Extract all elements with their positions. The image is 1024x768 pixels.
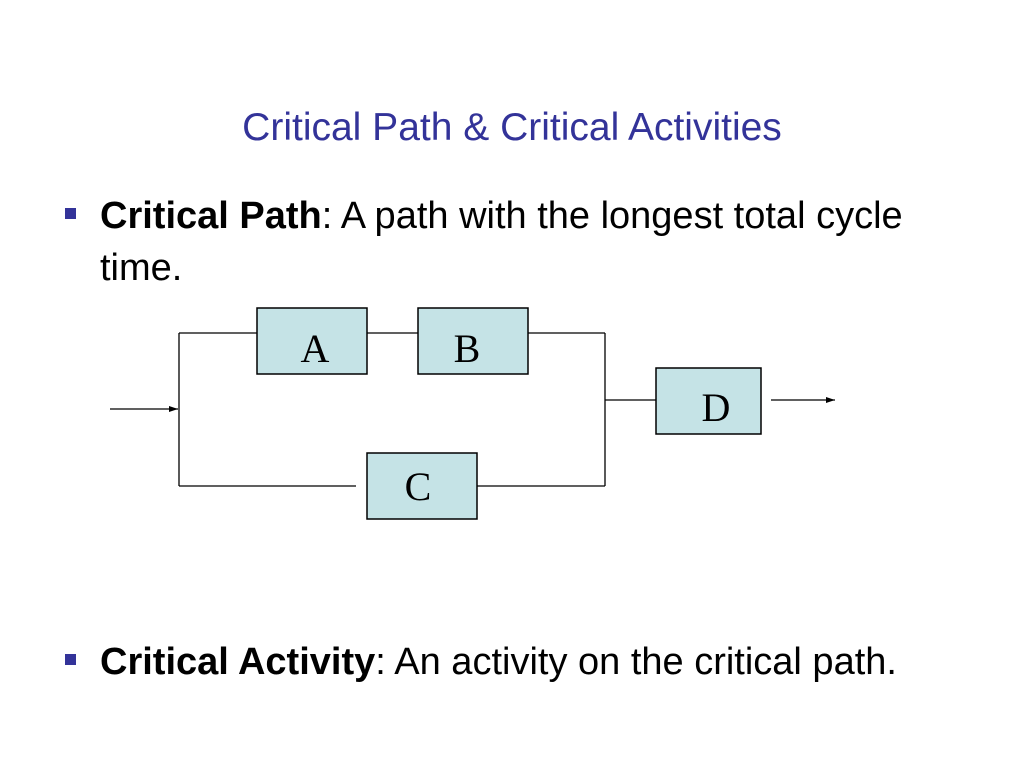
node-d: D [655, 367, 762, 435]
square-bullet-icon [65, 208, 76, 219]
bullet-term: Critical Activity [100, 641, 376, 683]
node-b: B [417, 307, 529, 375]
bullet-definition: : A path with the longest total cycle ti… [100, 195, 903, 289]
node-d-label: D [702, 385, 731, 430]
node-a-label: A [301, 326, 330, 371]
square-bullet-icon [65, 654, 76, 665]
node-c-box [366, 452, 478, 520]
bullet-term: Critical Path [100, 195, 322, 237]
bullet-definition: : An activity on the critical path. [375, 641, 897, 683]
node-d-box [655, 367, 762, 435]
node-b-box [417, 307, 529, 375]
bullet-critical-activity: Critical Activity: An activity on the cr… [65, 636, 980, 688]
node-a-box [256, 307, 368, 375]
node-b-label: B [454, 326, 481, 371]
node-c-label: C [405, 464, 432, 509]
node-a: A [256, 307, 368, 375]
node-c: C [366, 452, 478, 520]
bullet-critical-path: Critical Path: A path with the longest t… [65, 190, 980, 294]
slide-title: Critical Path & Critical Activities [242, 106, 782, 149]
